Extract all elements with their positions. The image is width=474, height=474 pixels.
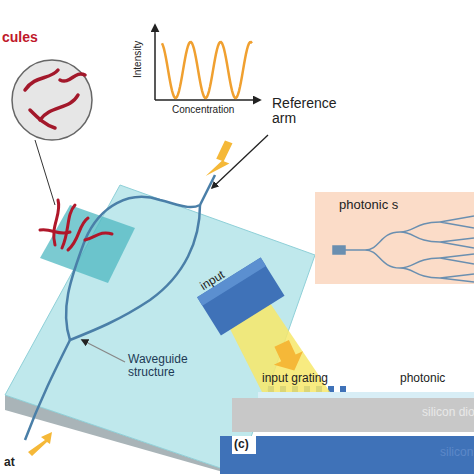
annotation-label: at (4, 456, 15, 469)
silicon-layer (220, 436, 474, 474)
zoom-line (35, 140, 55, 205)
leader-line (212, 135, 268, 188)
node-text: silicon dio (422, 406, 474, 419)
annotation-label: Reference arm (272, 96, 350, 127)
photonic-panel-bg (315, 192, 474, 284)
node-text: photonic s (339, 198, 474, 212)
annotation-label: input grating (262, 372, 328, 385)
photonic-panel: photonic s (315, 192, 474, 212)
oxide-layer (232, 398, 474, 432)
oxide-band: silicon dio (232, 398, 474, 419)
annotation-label: Intensity (132, 41, 143, 78)
input-arrow (28, 432, 52, 456)
panel-tag-bg (232, 436, 256, 454)
photonic-layer (258, 392, 474, 398)
leader-line (82, 340, 125, 362)
silicon-band: silicon (220, 436, 474, 459)
waveguide (25, 175, 215, 440)
annotation-label: Concentration (172, 104, 234, 115)
molecule-strands (25, 70, 85, 128)
annotation-label: cules (2, 30, 38, 45)
annotation-label: (c) (234, 438, 249, 451)
annotation-label: Waveguide structure (126, 352, 210, 380)
output-arrow (206, 138, 237, 182)
splitter-tree (333, 216, 474, 282)
grating-tooth (340, 386, 346, 392)
node-text: silicon (440, 446, 474, 459)
intensity-plot (155, 25, 260, 100)
zoom-circle (12, 60, 92, 140)
annotation-label: photonic (400, 372, 445, 385)
fiber-block (197, 258, 284, 336)
molecules (40, 200, 112, 250)
